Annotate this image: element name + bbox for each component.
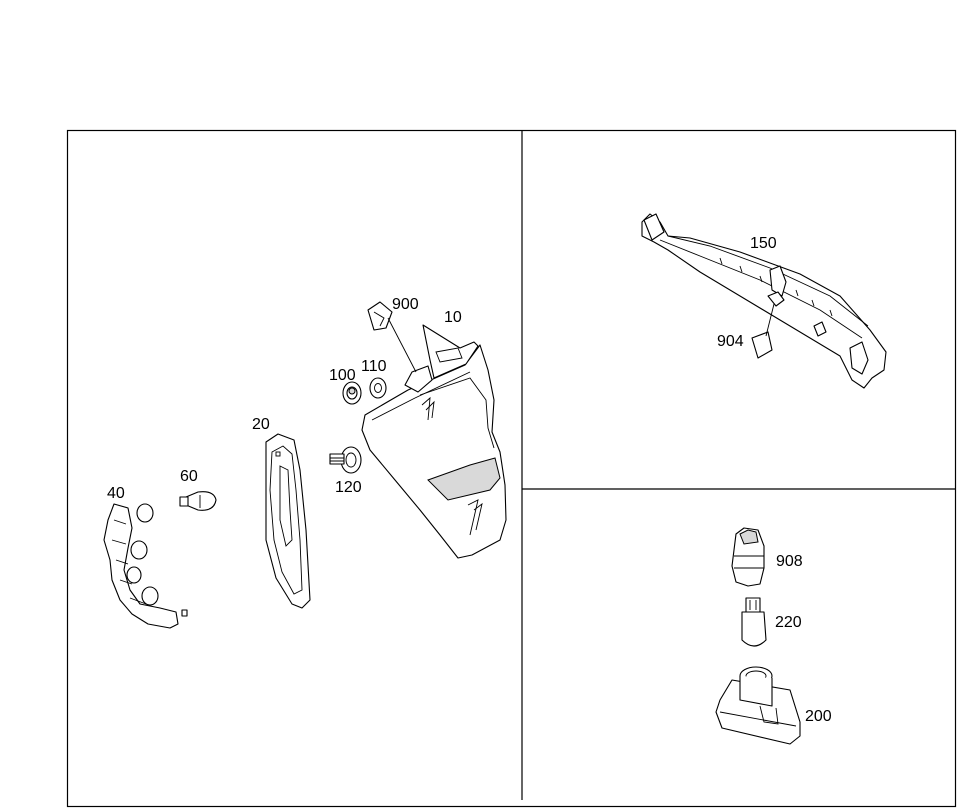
callout-200: 200 <box>805 708 832 725</box>
top-right-panel: 150 904 <box>641 213 887 389</box>
callout-100: 100 <box>329 367 356 384</box>
diagram-frame <box>66 129 957 808</box>
callout-220: 220 <box>775 614 802 631</box>
tail-lamp-housing <box>361 324 507 559</box>
callout-150: 150 <box>750 235 777 252</box>
part-220-bulb <box>741 597 767 647</box>
outer-frame <box>66 129 957 808</box>
part-904-clip <box>751 303 775 359</box>
callout-120: 120 <box>335 479 362 496</box>
callout-904: 904 <box>717 333 744 350</box>
part-40-bulb-holder <box>103 503 188 629</box>
callout-60: 60 <box>180 468 198 485</box>
part-150-bracket <box>641 213 887 389</box>
part-120-screw <box>329 446 362 474</box>
part-60-bulb <box>179 491 217 511</box>
part-200-lamp-housing <box>715 666 801 745</box>
part-900-clip <box>367 301 417 373</box>
bottom-right-panel: 908 220 200 <box>715 527 832 745</box>
left-panel: 900 10 100 110 20 120 60 40 <box>103 296 507 629</box>
part-20-gasket <box>265 433 311 609</box>
part-100-nut <box>342 381 362 405</box>
callout-908: 908 <box>776 553 803 570</box>
callout-20: 20 <box>252 416 270 433</box>
callout-900: 900 <box>392 296 419 313</box>
callout-110: 110 <box>361 358 387 375</box>
part-110-washer <box>369 377 387 399</box>
part-908-socket <box>731 527 765 587</box>
callout-10: 10 <box>444 309 462 326</box>
callout-40: 40 <box>107 485 125 502</box>
